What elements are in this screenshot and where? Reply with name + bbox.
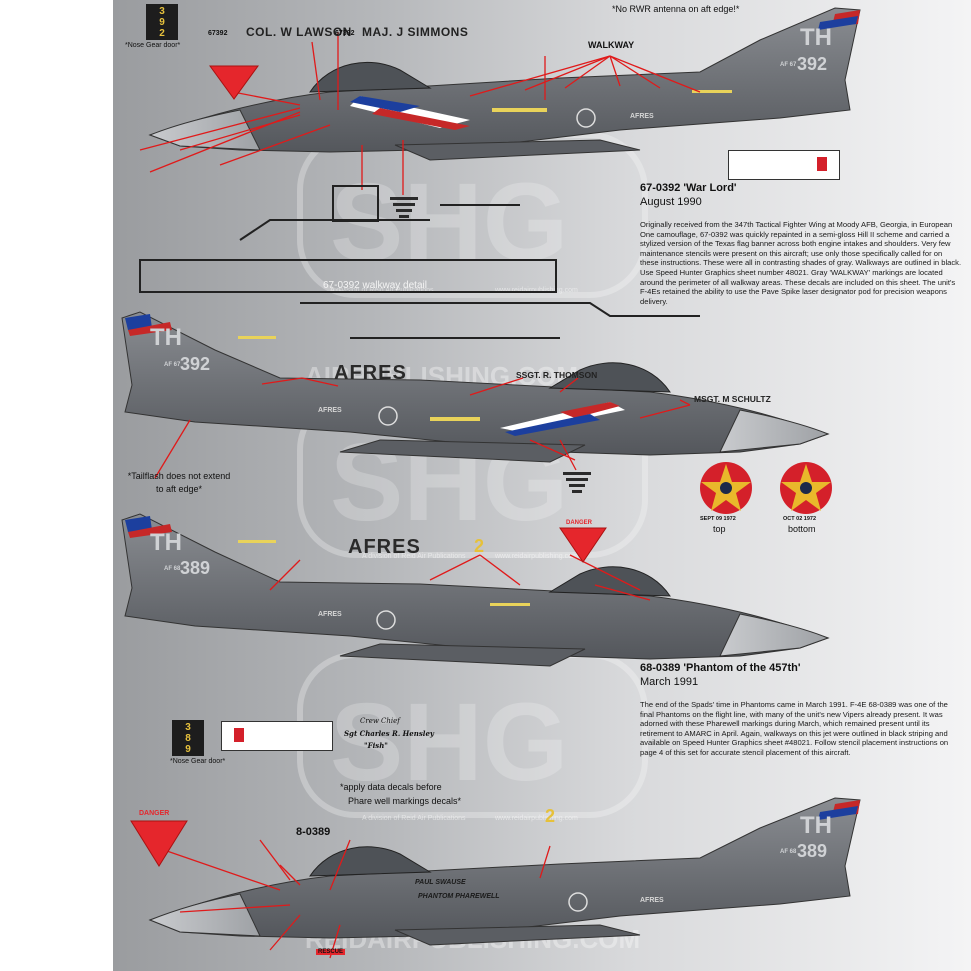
danger-triangle-2 bbox=[559, 527, 607, 563]
nose-gear-digit: 3 bbox=[185, 721, 191, 733]
aircraft-4-tail-serial: 389 bbox=[797, 841, 827, 861]
kill-top-date: SEPT 09 1972 bbox=[700, 516, 736, 522]
nose-gear-digit: 2 bbox=[159, 27, 165, 39]
aircraft-3-afres: AFRES bbox=[348, 536, 421, 558]
aircraft-1-fuselage-text: AFRES bbox=[630, 113, 654, 120]
aircraft-3-tail-af: AF 68 bbox=[164, 566, 181, 572]
crew-chief-title: Crew Chief bbox=[360, 717, 400, 725]
nose-gear-note-1: *Nose Gear door* bbox=[125, 42, 181, 49]
watermark-logo-1: SHG bbox=[330, 161, 568, 284]
aircraft-3-danger: DANGER bbox=[566, 520, 593, 526]
rwr-note: *No RWR antenna on aft edge!* bbox=[612, 4, 740, 14]
nose-gear-note-2: *Nose Gear door* bbox=[170, 758, 226, 765]
rescue-decal: RESCUE bbox=[316, 949, 346, 955]
aircraft-1-title: 67-0392 'War Lord' bbox=[640, 182, 737, 194]
aircraft-2-tail-af: AF 67 bbox=[164, 362, 181, 368]
watermark-logo-3: SHG bbox=[330, 681, 568, 804]
kill-marking-bottom bbox=[780, 462, 832, 514]
tailflash-note: *Tailflash does not extend to aft edge* bbox=[127, 471, 231, 494]
aircraft-3-description: The end of the Spads' time in Phantoms c… bbox=[640, 700, 949, 757]
data-plate-1 bbox=[728, 150, 840, 180]
pharewell-text-2: PHANTOM PHAREWELL bbox=[418, 893, 500, 900]
aircraft-1-date: August 1990 bbox=[640, 196, 702, 208]
aircraft-1-description: Originally received from the 347th Tacti… bbox=[640, 220, 962, 306]
danger-triangle-3 bbox=[130, 820, 188, 867]
watermark-tagline-3: A division of Reid Air Publications bbox=[362, 815, 466, 822]
aircraft-3-date: March 1991 bbox=[640, 676, 699, 688]
aircraft-2-fuselage-text: AFRES bbox=[318, 407, 342, 414]
aircraft-2-drawing: AFRES TH 392 AF 67 bbox=[121, 311, 830, 463]
walkway-label: WALKWAY bbox=[588, 40, 635, 50]
aircraft-1-tail-af: AF 67 bbox=[780, 62, 797, 68]
data-decal-note-2: Phare well markings decals* bbox=[348, 796, 462, 806]
nose-gear-digit: 9 bbox=[159, 16, 165, 28]
aircraft-3-number-2: 2 bbox=[474, 536, 485, 556]
nose-serial: 8-0389 bbox=[296, 826, 331, 838]
aircraft-2-tail-code: TH bbox=[150, 324, 182, 351]
stencil-stack-2 bbox=[563, 472, 591, 493]
aircraft-3-drawing: AFRES TH 389 AF 68 bbox=[121, 513, 830, 667]
watermark-tagline-2: A division of Reid Air Publications bbox=[362, 553, 466, 560]
aircraft-2-tail-serial: 392 bbox=[180, 354, 210, 374]
nose-gear-digit: 3 bbox=[159, 5, 165, 17]
aircraft-3-fuselage-text: AFRES bbox=[318, 611, 342, 618]
crew-chief-name-2: MSGT. M SCHULTZ bbox=[694, 394, 771, 404]
watermark-tagline-1: A division of Reid Air Publications bbox=[330, 287, 434, 294]
kill-bottom-label: bottom bbox=[788, 524, 816, 534]
crew-chief-fullname: Sgt Charles R. Hensley bbox=[344, 729, 434, 738]
aircraft-1-tail-serial: 392 bbox=[797, 54, 827, 74]
aircraft-4-tail-af: AF 68 bbox=[780, 849, 797, 855]
nose-gear-digit: 9 bbox=[185, 743, 191, 755]
aircraft-4-fuselage-text: AFRES bbox=[640, 897, 664, 904]
pharewell-text-1: PAUL SWAUSE bbox=[415, 879, 466, 886]
walkway-detail-frame bbox=[139, 259, 557, 293]
stencil-stack-1 bbox=[390, 197, 418, 218]
watermark-url-3: www.reidairpublishing.com bbox=[494, 815, 578, 822]
nose-gear-door-decal-1: 3 9 2 bbox=[146, 4, 178, 40]
crew-small-1: 67392 bbox=[208, 30, 228, 37]
aircraft-1-tail-code: TH bbox=[800, 24, 832, 51]
wso-name: MAJ. J SIMMONS bbox=[362, 25, 469, 39]
kill-marking-top bbox=[700, 462, 752, 514]
aircraft-3-tail-serial: 389 bbox=[180, 558, 210, 578]
pilot-name: COL. W LAWSON bbox=[246, 25, 352, 39]
aircraft-2-afres: AFRES bbox=[334, 362, 407, 384]
aircraft-3-tail-code: TH bbox=[150, 529, 182, 556]
nose-gear-digit: 8 bbox=[185, 732, 191, 744]
aircraft-4-danger: DANGER bbox=[139, 810, 170, 817]
danger-triangle-1 bbox=[209, 65, 259, 100]
crew-chief-nick: "Fish" bbox=[364, 741, 388, 750]
aircraft-3-title: 68-0389 'Phantom of the 457th' bbox=[640, 662, 801, 674]
watermark-url-2: www.reidairpublishing.com bbox=[494, 553, 578, 560]
data-plate-2 bbox=[221, 721, 333, 751]
nose-gear-door-decal-2: 3 8 9 bbox=[172, 720, 204, 756]
aircraft-4-tail-code: TH bbox=[800, 812, 832, 839]
kill-bottom-date: OCT 02 1972 bbox=[783, 516, 817, 522]
watermark-url-1: www.reidairpublishing.com bbox=[494, 287, 578, 294]
crew-small-2: 67392 bbox=[335, 30, 355, 37]
crew-chief-name: SSGT. R. THOMSON bbox=[516, 370, 598, 380]
walkway-detail-label: 67-0392 walkway detail bbox=[323, 280, 427, 291]
aircraft-4-number-2: 2 bbox=[545, 806, 556, 826]
kill-top-label: top bbox=[713, 524, 726, 534]
data-decal-note-1: *apply data decals before bbox=[340, 782, 442, 792]
aircraft-4-drawing: AFRES TH 389 AF 68 PAUL SWAUSE PHANTOM P… bbox=[148, 797, 861, 946]
walkway-detail-box bbox=[332, 185, 379, 222]
